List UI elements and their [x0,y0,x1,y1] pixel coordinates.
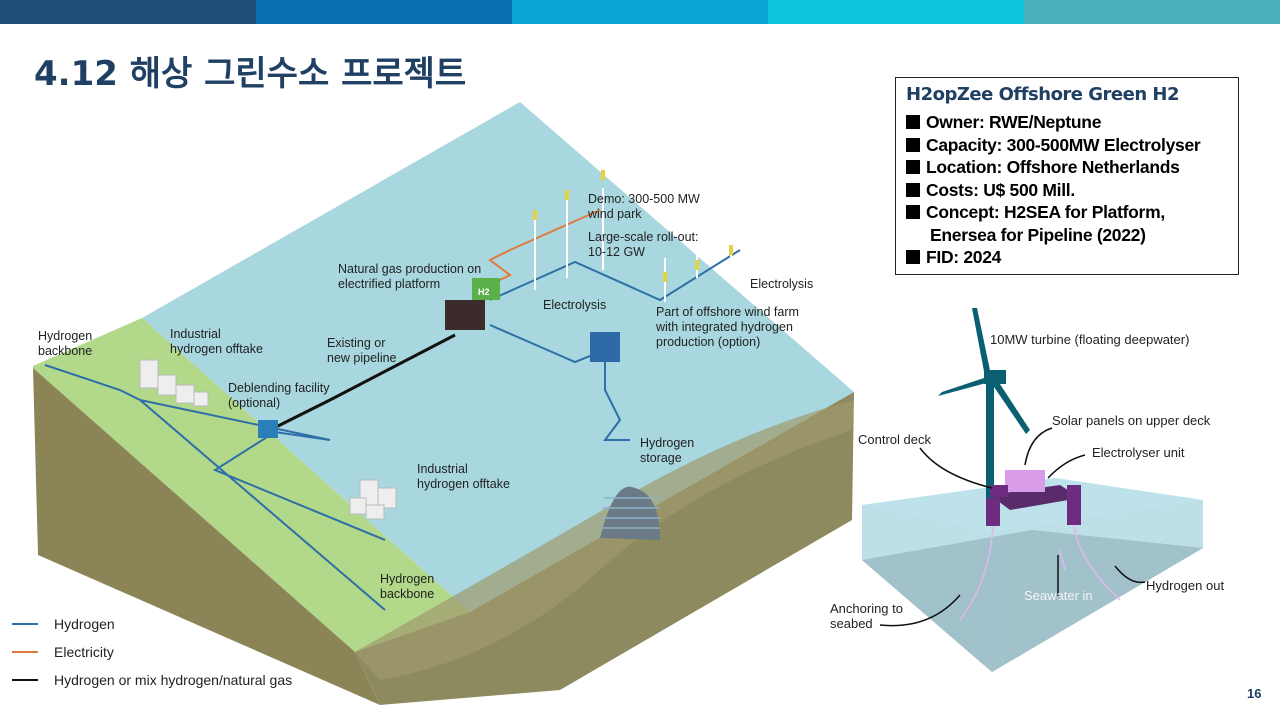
info-box-title: H2opZee Offshore Green H2 [906,84,1180,105]
legend-item: Hydrogen [12,610,292,638]
info-item: Capacity: 300-500MW Electrolyser [906,134,1228,157]
platform-leg-right [1067,485,1081,525]
legend-swatch [12,651,38,653]
info-item-continuation: Enersea for Pipeline (2022) [930,224,1146,245]
offshore-electrolysis-platform [590,332,620,362]
bar-segment [512,0,768,24]
bullet-square-icon [906,205,920,219]
bar-segment [1024,0,1280,24]
legend-item: Electricity [12,638,292,666]
label-electrolysis-right: Electrolysis [750,277,813,291]
industrial-buildings-bottom [349,479,397,520]
bullet-square-icon [906,160,920,174]
turbine-blade-up [972,308,992,382]
info-item-text: Owner: RWE/Neptune [926,112,1102,132]
label-seawater-in: Seawater in [1024,588,1093,603]
info-item: FID: 2024 [906,246,1228,269]
info-item: Costs: U$ 500 Mill. [906,179,1228,202]
industrial-buildings-top [139,359,209,407]
turbine-tower [986,378,994,498]
label-electrolyser-unit: Electrolyser unit [1092,445,1185,460]
legend: Hydrogen Electricity Hydrogen or mix hyd… [12,610,292,694]
bullet-square-icon [906,115,920,129]
info-item-text: Costs: U$ 500 Mill. [926,179,1075,200]
electrolysis-module [472,278,500,300]
legend-item: Hydrogen or mix hydrogen/natural gas [12,666,292,694]
legend-swatch [12,679,38,681]
electrolyser-unit-box [1005,470,1045,492]
label-turbine: 10MW turbine (floating deepwater) [990,332,1189,347]
seabed-layer [355,400,854,680]
hydrogen-farm-line [489,249,741,302]
ground-front-face [33,368,380,705]
turbine-nacelle [984,370,1006,384]
label-hydrogen-out: Hydrogen out [1146,578,1224,593]
gas-platform [445,300,485,330]
project-info-box: H2opZee Offshore Green H2 Owner: RWE/Nep… [895,77,1239,275]
hydrogen-offshore-line [489,324,630,441]
legend-swatch [12,623,38,625]
bar-segment [0,0,256,24]
platform-deck [990,485,1080,510]
hydrogen-backbone-line [44,364,386,611]
gas-pipeline [269,333,456,432]
bar-segment [256,0,512,24]
bullet-square-icon [906,182,920,197]
water-volume [862,478,1203,672]
info-item: Owner: RWE/Neptune [906,111,1228,134]
bullet-square-icon [906,137,920,152]
storage-cavern [600,486,660,540]
floating-platform-diagram: 10MW turbine (floating deepwater) Solar … [830,308,1224,672]
turbine-blade-right [992,378,1030,434]
h2-tag: H2 [478,287,490,297]
info-item: Location: Offshore Netherlands [906,156,1228,179]
info-item-text: Concept: H2SEA for Platform, [926,202,1165,222]
info-item: Concept: H2SEA for Platform, [906,201,1228,224]
legend-label: Hydrogen [54,616,115,632]
electricity-line [488,209,601,281]
turbine-blade-left [938,376,990,396]
control-deck-box [990,485,1008,497]
legend-label: Hydrogen or mix hydrogen/natural gas [54,672,293,688]
label-solar: Solar panels on upper deck [1052,413,1211,428]
label-electrolysis-left: Electrolysis [543,298,606,312]
slide-title: 4.12 해상 그린수소 프로젝트 [34,54,467,94]
top-color-bar [0,0,1280,24]
label-control-deck: Control deck [858,432,931,447]
label-large-scale: Large-scale roll-out:10-12 GW [588,230,698,259]
bar-segment [768,0,1024,24]
info-item-text: Capacity: 300-500MW Electrolyser [926,134,1201,155]
label-deblending: Deblending facility(optional) [228,381,330,410]
page-number: 16 [1247,686,1262,701]
deblending-facility [258,420,278,438]
info-item-text: FID: 2024 [926,247,1002,267]
info-item-text: Location: Offshore Netherlands [926,157,1180,177]
legend-label: Electricity [54,644,114,660]
platform-leg-left [986,498,1000,526]
bullet-square-icon [906,250,920,264]
